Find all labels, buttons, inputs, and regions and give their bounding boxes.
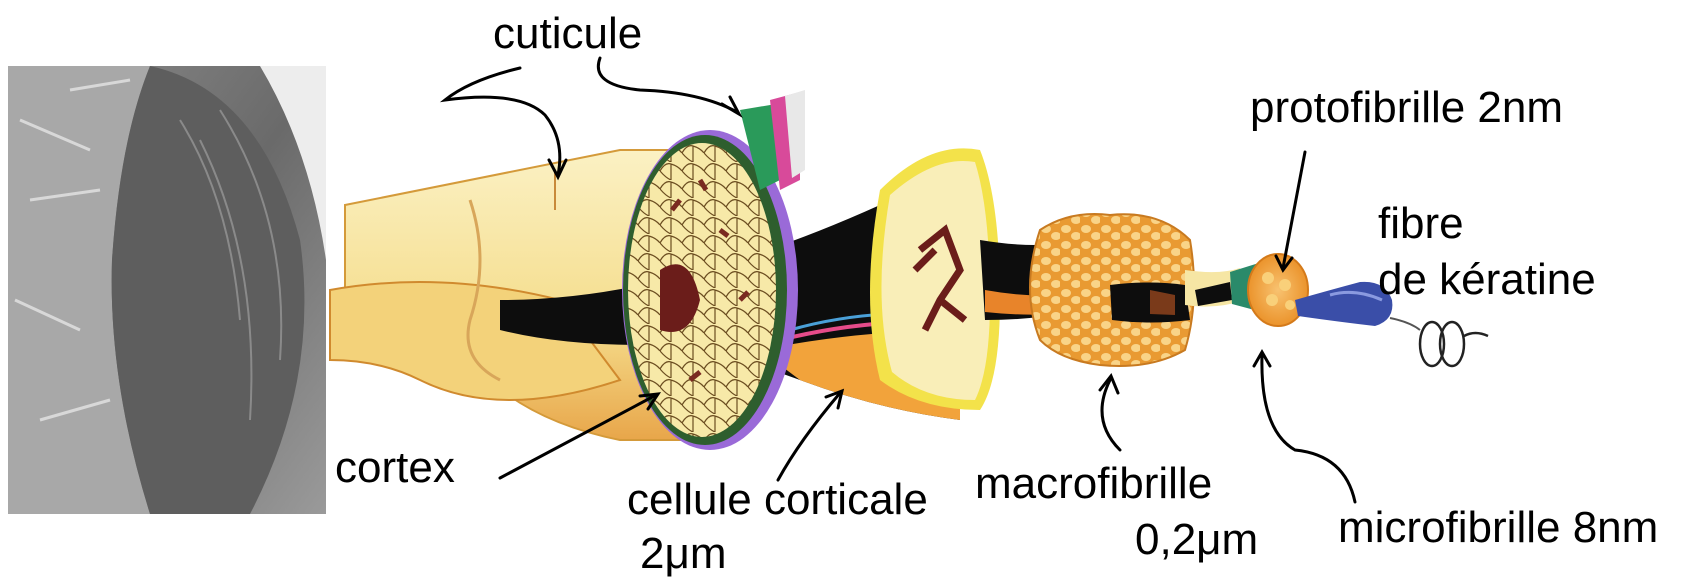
keratin-fibre-coil [1390,318,1488,366]
label-cellule-corticale: cellule corticale [627,478,928,522]
arrow-cellule [778,393,840,480]
arrow-cuticule-right [598,58,737,112]
label-cuticule: cuticule [493,12,642,56]
macrofibril-cross-section [870,148,1000,410]
sem-micrograph [8,66,326,514]
arrow-protofibrille [1283,152,1305,268]
label-microfibrille: microfibrille 8nm [1338,506,1658,550]
label-fibre-line2: de kératine [1378,258,1596,302]
arrow-cuticule-left [445,68,560,175]
label-cellule-size: 2μm [640,532,726,576]
label-macrofibrille-size: 0,2μm [1135,518,1258,562]
arrow-cuticule-right-head [722,97,739,114]
label-macrofibrille: macrofibrille [975,462,1212,506]
arrow-microfibrille [1262,355,1355,502]
macrofibril-bundle [1030,214,1194,366]
label-cortex: cortex [335,446,455,490]
label-protofibrille: protofibrille 2nm [1250,86,1563,130]
label-fibre-line1: fibre [1378,202,1464,246]
